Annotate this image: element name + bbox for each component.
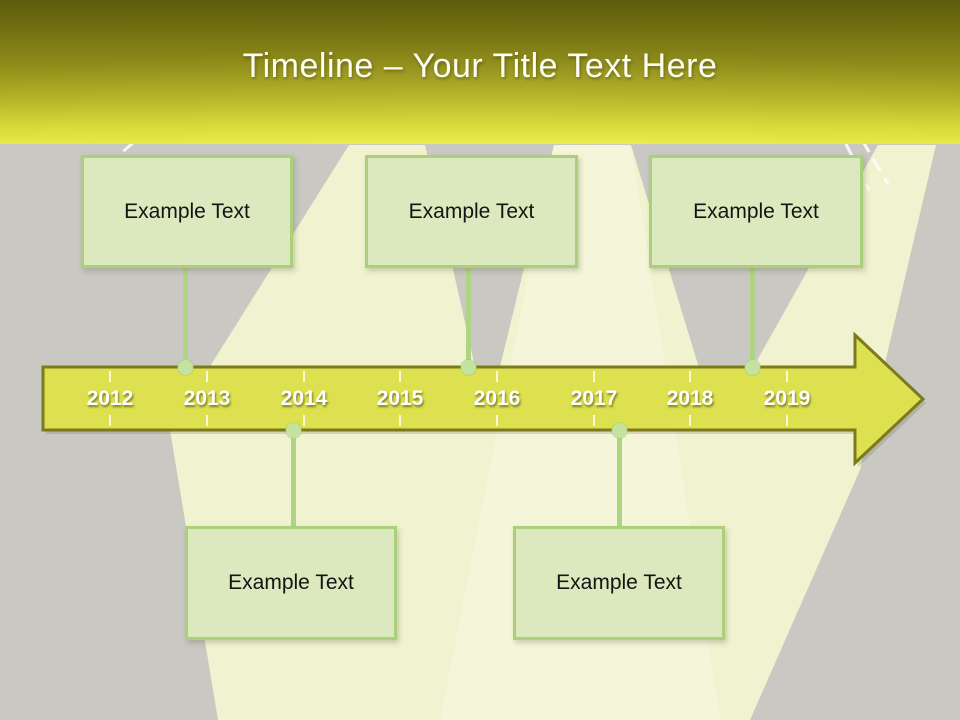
connector-top-1: [183, 268, 188, 367]
year-cell-2012[interactable]: 2012: [78, 367, 142, 430]
connector-dot: [612, 423, 627, 438]
event-box-bottom-1[interactable]: Example Text: [185, 526, 397, 640]
year-cell-2015[interactable]: 2015: [368, 367, 432, 430]
event-label: Example Text: [124, 199, 250, 223]
event-box-bottom-2[interactable]: Example Text: [513, 526, 725, 640]
year-label: 2012: [86, 386, 134, 410]
connector-top-3: [750, 268, 755, 367]
connector-bottom-2: [617, 430, 622, 526]
connector-bottom-1: [291, 430, 296, 526]
event-label: Example Text: [693, 199, 819, 223]
year-cell-2016[interactable]: 2016: [465, 367, 529, 430]
year-cell-2017[interactable]: 2017: [562, 367, 626, 430]
event-label: Example Text: [228, 571, 354, 594]
year-label: 2017: [570, 386, 618, 410]
year-label: 2015: [376, 386, 424, 410]
event-box-top-1[interactable]: Example Text: [81, 155, 293, 268]
connector-top-2: [466, 268, 471, 367]
year-cell-2014[interactable]: 2014: [272, 367, 336, 430]
connector-dot: [178, 360, 193, 375]
year-label: 2019: [763, 386, 811, 410]
connector-dot: [745, 360, 760, 375]
year-label: 2016: [473, 386, 521, 410]
slide-header: Timeline – Your Title Text Here: [0, 0, 960, 144]
year-label: 2018: [666, 386, 714, 410]
year-cell-2019[interactable]: 2019: [755, 367, 819, 430]
year-label: 2014: [280, 386, 328, 410]
year-cell-2018[interactable]: 2018: [658, 367, 722, 430]
event-label: Example Text: [556, 571, 682, 594]
year-cell-2013[interactable]: 2013: [175, 367, 239, 430]
timeline-arrow[interactable]: [41, 331, 926, 467]
connector-dot: [461, 360, 476, 375]
event-box-top-2[interactable]: Example Text: [365, 155, 578, 268]
year-label: 2013: [183, 386, 231, 410]
slide-title[interactable]: Timeline – Your Title Text Here: [242, 46, 718, 85]
connector-dot: [286, 423, 301, 438]
event-label: Example Text: [408, 199, 535, 223]
event-box-top-3[interactable]: Example Text: [649, 155, 863, 268]
